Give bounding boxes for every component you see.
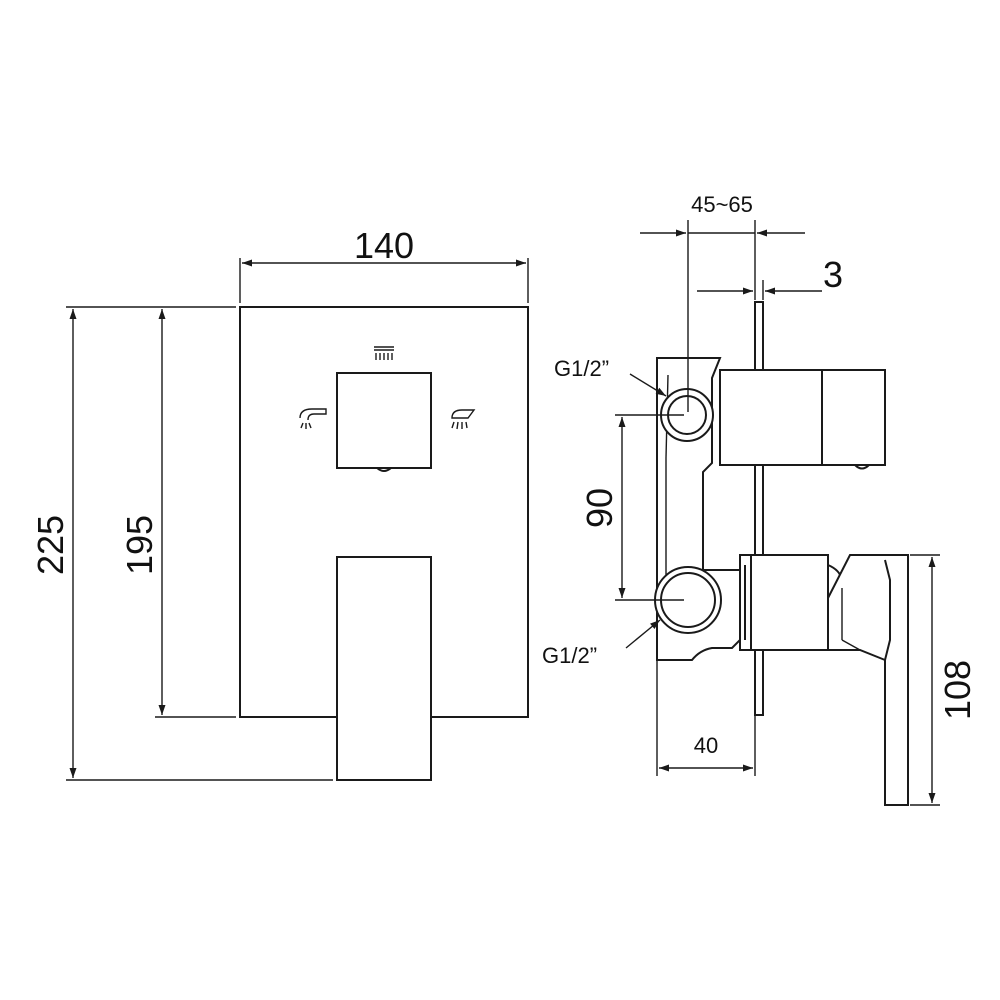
dim-total-height-label: 225 [30,515,71,575]
bottom-inlet [654,566,722,634]
thread-label-bottom: G1/2” [542,643,597,668]
hand-shower-icon [299,408,327,429]
diverter-knob-side [719,369,886,470]
dim-width-label: 140 [354,225,414,266]
dimension-total-height: 225 [30,306,333,781]
dimension-width: 140 [239,225,529,303]
thread-callout-top: G1/2” [554,356,667,397]
side-view: 45~65 3 90 40 108 [542,192,978,806]
thread-callout-bottom: G1/2” [542,619,661,668]
thread-label-top: G1/2” [554,356,609,381]
dimension-plate-thickness: 3 [697,254,843,300]
overhead-shower-icon [374,346,394,360]
lever-handle [336,556,432,781]
dim-plate-thickness-label: 3 [823,254,843,295]
dim-depth-range-label: 45~65 [691,192,753,217]
lever-handle-side [827,554,909,806]
dimension-inlet-spacing: 90 [579,414,684,601]
dim-handle-height-label: 108 [937,660,978,720]
dimension-handle-height: 108 [910,554,978,806]
dim-inlet-spacing-label: 90 [579,488,620,528]
diverter-knob-tab [376,467,392,472]
dimension-body-depth: 40 [656,660,756,776]
diverter-knob [336,372,432,469]
shower-head-icon [451,409,476,430]
dimension-plate-height: 195 [119,309,236,718]
dimension-depth-range: 45~65 [640,192,805,412]
dim-body-depth-label: 40 [694,733,718,758]
dim-plate-height-label: 195 [119,515,160,575]
lever-body-side [739,554,843,651]
valve-body [656,357,741,661]
wall-plate [754,301,764,716]
front-view: 140 225 195 [30,225,529,781]
top-inlet [660,388,714,442]
